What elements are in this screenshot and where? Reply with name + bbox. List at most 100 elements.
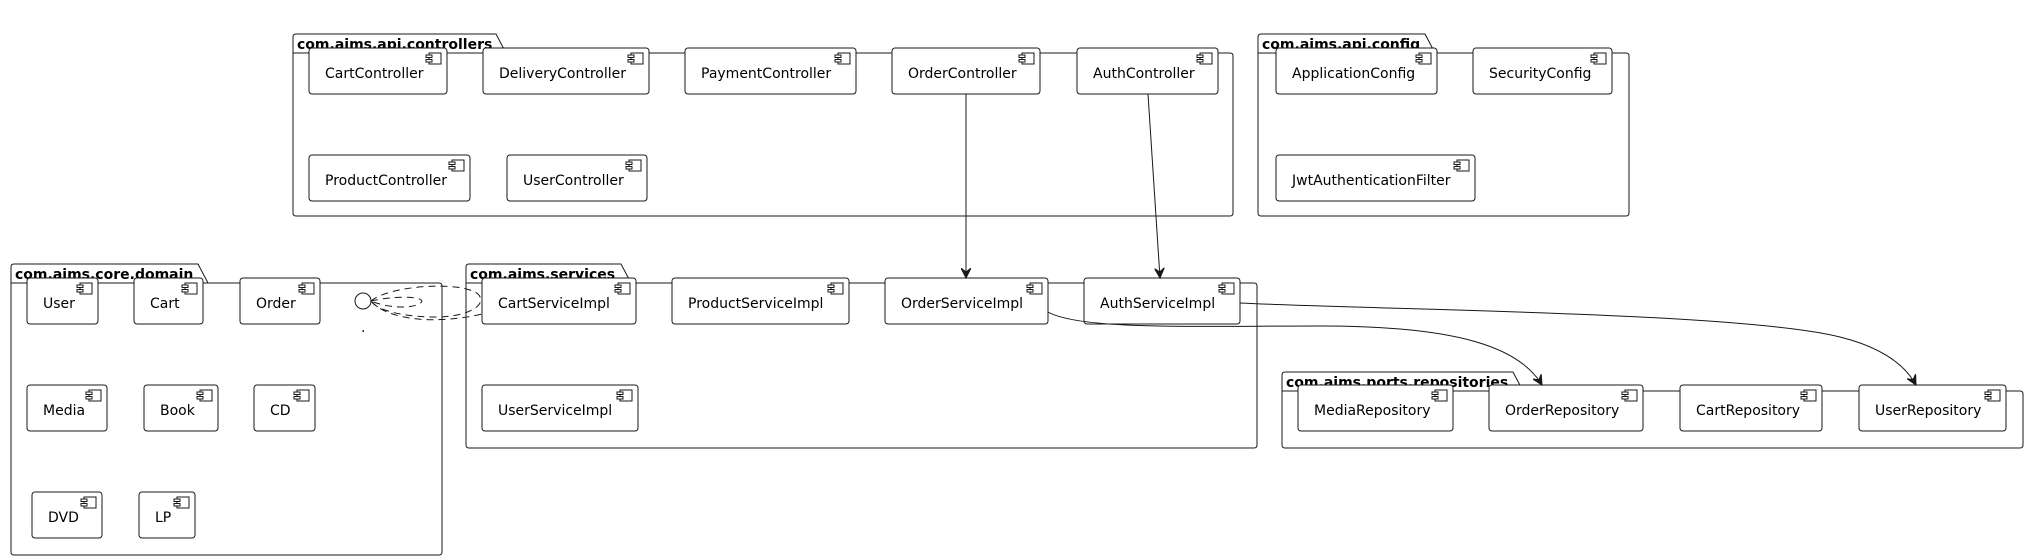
component-icon (834, 52, 851, 65)
component-icon (173, 496, 190, 509)
dependency-arrow-auth-service-impl-to-user-repository (1239, 302, 1916, 385)
component-icon (76, 282, 93, 295)
component-icon (1984, 389, 2001, 402)
component-label: OrderController (908, 66, 1017, 82)
component-box (1679, 384, 1823, 432)
component-payment-controller[interactable]: PaymentController (684, 47, 857, 95)
component-user[interactable]: User (26, 277, 99, 325)
component-media[interactable]: Media (26, 384, 108, 432)
component-label: CartRepository (1696, 403, 1800, 419)
component-user-repository[interactable]: UserRepository (1858, 384, 2007, 432)
component-label: UserServiceImpl (498, 403, 612, 419)
component-icon (1018, 52, 1035, 65)
component-label: Order (256, 296, 296, 312)
component-icon (181, 282, 198, 295)
component-icon (1218, 282, 1235, 295)
component-delivery-controller[interactable]: DeliveryController (482, 47, 650, 95)
component-icon (1431, 389, 1448, 402)
component-auth-service-impl[interactable]: AuthServiceImpl (1083, 277, 1241, 325)
component-icon (616, 389, 633, 402)
component-product-controller[interactable]: ProductController (308, 154, 471, 202)
component-label: CartServiceImpl (498, 296, 610, 312)
component-icon (80, 496, 97, 509)
component-icon (1800, 389, 1817, 402)
component-label: ApplicationConfig (1292, 66, 1415, 82)
component-label: OrderRepository (1505, 403, 1619, 419)
package-frame (465, 263, 1258, 449)
component-icon (1415, 52, 1432, 65)
component-label: SecurityConfig (1489, 66, 1591, 82)
component-media-repository[interactable]: MediaRepository (1297, 384, 1454, 432)
component-label: DeliveryController (499, 66, 626, 82)
dependency-arrow-order-service-impl-to-order-repository (1047, 311, 1542, 385)
component-box (1858, 384, 2007, 432)
component-auth-controller[interactable]: AuthController (1076, 47, 1219, 95)
component-cart-controller[interactable]: CartController (308, 47, 448, 95)
component-icon (196, 389, 213, 402)
component-label: Book (160, 403, 196, 419)
component-icon (425, 52, 442, 65)
component-label: UserRepository (1875, 403, 1981, 419)
component-icon (448, 159, 465, 172)
component-order-service-impl[interactable]: OrderServiceImpl (884, 277, 1049, 325)
component-label: Cart (150, 296, 180, 312)
component-icon (293, 389, 310, 402)
component-box (1297, 384, 1454, 432)
component-application-config[interactable]: ApplicationConfig (1275, 47, 1438, 95)
component-icon (625, 159, 642, 172)
component-icon (1621, 389, 1638, 402)
component-jwt-authentication-filter[interactable]: JwtAuthenticationFilter (1275, 154, 1476, 202)
component-icon (1590, 52, 1607, 65)
dependency-arrow-auth-controller-to-auth-service-impl (1147, 93, 1160, 278)
component-box (481, 277, 637, 325)
component-icon (1453, 159, 1470, 172)
component-box (1275, 47, 1438, 95)
component-order-repository[interactable]: OrderRepository (1488, 384, 1644, 432)
component-label: CD (270, 403, 291, 419)
component-label: AuthController (1093, 66, 1195, 82)
component-box (308, 47, 448, 95)
component-icon (614, 282, 631, 295)
component-dvd[interactable]: DVD (31, 491, 103, 539)
component-cart[interactable]: Cart (133, 277, 204, 325)
dashed-link-interface-to-cart-service (370, 285, 483, 321)
component-user-controller[interactable]: UserController (506, 154, 648, 202)
component-security-config[interactable]: SecurityConfig (1472, 47, 1613, 95)
component-label: Media (43, 403, 85, 419)
component-box (308, 154, 471, 202)
component-box (684, 47, 857, 95)
component-label: User (43, 296, 75, 312)
component-lp[interactable]: LP (138, 491, 196, 539)
component-icon (85, 389, 102, 402)
component-box (482, 47, 650, 95)
component-label: AuthServiceImpl (1100, 296, 1215, 312)
component-icon (1196, 52, 1213, 65)
component-box (481, 384, 639, 432)
component-icon (1026, 282, 1043, 295)
component-order[interactable]: Order (239, 277, 321, 325)
component-icon (627, 52, 644, 65)
component-box (506, 154, 648, 202)
component-box (671, 277, 850, 325)
component-book[interactable]: Book (143, 384, 219, 432)
component-icon (298, 282, 315, 295)
interface-label: . (361, 320, 365, 336)
component-order-controller[interactable]: OrderController (891, 47, 1041, 95)
component-label: MediaRepository (1314, 403, 1431, 419)
component-label: DVD (48, 510, 79, 526)
component-box (1076, 47, 1219, 95)
component-cd[interactable]: CD (253, 384, 316, 432)
component-box (1275, 154, 1476, 202)
component-user-service-impl[interactable]: UserServiceImpl (481, 384, 639, 432)
component-label: ProductController (325, 173, 447, 189)
component-cart-service-impl[interactable]: CartServiceImpl (481, 277, 637, 325)
component-label: ProductServiceImpl (688, 296, 823, 312)
component-cart-repository[interactable]: CartRepository (1679, 384, 1823, 432)
component-label: UserController (523, 173, 624, 189)
component-label: JwtAuthenticationFilter (1291, 173, 1451, 189)
component-label: CartController (325, 66, 424, 82)
component-label: LP (155, 510, 171, 526)
component-label: PaymentController (701, 66, 831, 82)
component-product-service-impl[interactable]: ProductServiceImpl (671, 277, 850, 325)
